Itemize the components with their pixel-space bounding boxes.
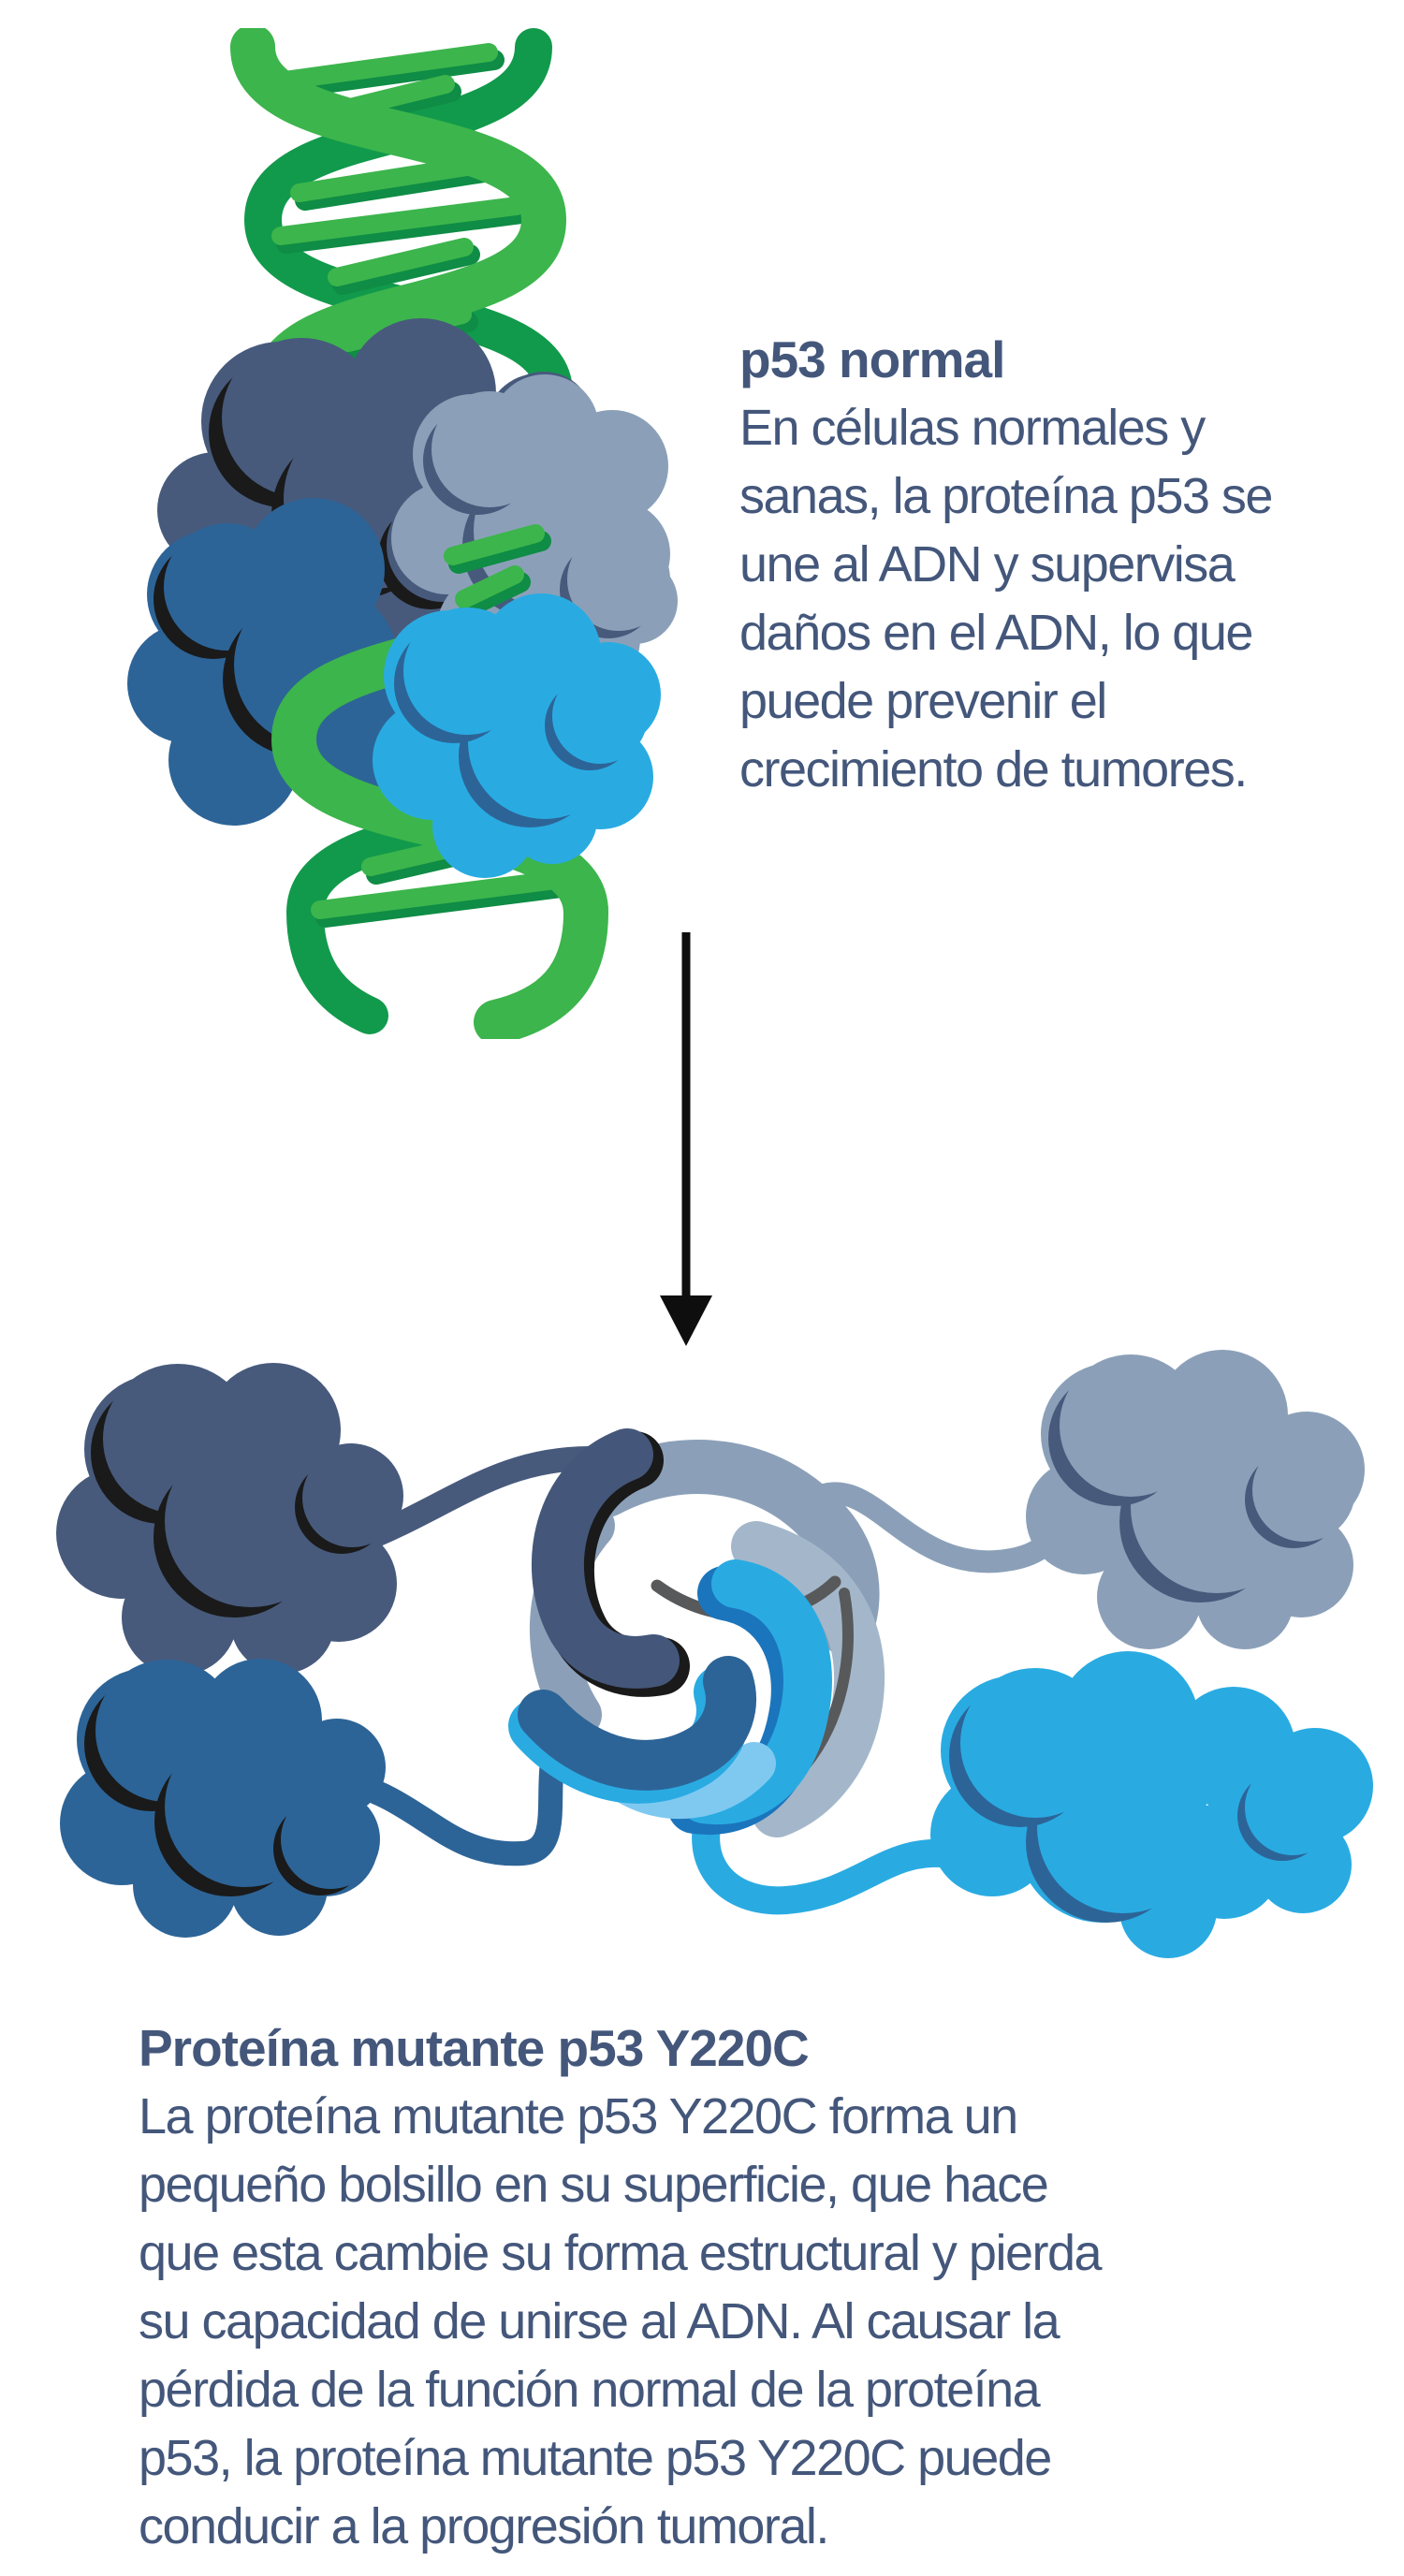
mutant-subunit-navy (56, 1363, 403, 1676)
mutant-p53-text-block: Proteína mutante p53 Y220C La proteína m… (139, 2014, 1103, 2561)
p53-subunit-blue (127, 498, 449, 826)
text-line: conducir a la progresión tumoral. (139, 2498, 829, 2554)
mutant-subunit-blue (60, 1659, 386, 1938)
p53-subunit-cyan (373, 593, 661, 878)
text-line: su capacidad de unirse al ADN. Al causar… (139, 2293, 1060, 2349)
text-line: que esta cambie su forma estructural y p… (139, 2225, 1103, 2281)
mutant-pocket (508, 1428, 989, 1915)
text-line: pequeño bolsillo en su superficie, que h… (139, 2157, 1049, 2213)
tendril-cyan (692, 1774, 989, 1915)
text-line: puede prevenir el (739, 673, 1107, 729)
mutant-subunit-gray (1026, 1350, 1365, 1649)
tendril-blue (327, 1729, 569, 1866)
text-line: pérdida de la función normal de la prote… (139, 2362, 1041, 2418)
text-line: crecimiento de tumores. (739, 741, 1248, 798)
mutant-subunit-cyan (930, 1651, 1373, 1958)
text-line: sanas, la proteína p53 se (739, 468, 1273, 524)
down-arrow-icon (660, 932, 712, 1346)
text-line: une al ADN y supervisa (739, 536, 1236, 593)
dna-rung-accents (444, 524, 551, 617)
text-line: daños en el ADN, lo que (739, 605, 1253, 661)
normal-p53-dna-illustration (127, 28, 678, 1039)
text-line: p53, la proteína mutante p53 Y220C puede (139, 2430, 1052, 2486)
normal-p53-text-block: p53 normal En células normales y sanas, … (739, 326, 1273, 804)
mutant-p53-illustration (56, 1350, 1373, 1958)
mutant-p53-heading: Proteína mutante p53 Y220C (139, 2019, 810, 2077)
text-line: En células normales y (739, 400, 1206, 456)
text-line: La proteína mutante p53 Y220C forma un (139, 2088, 1018, 2144)
normal-p53-heading: p53 normal (739, 330, 1005, 388)
